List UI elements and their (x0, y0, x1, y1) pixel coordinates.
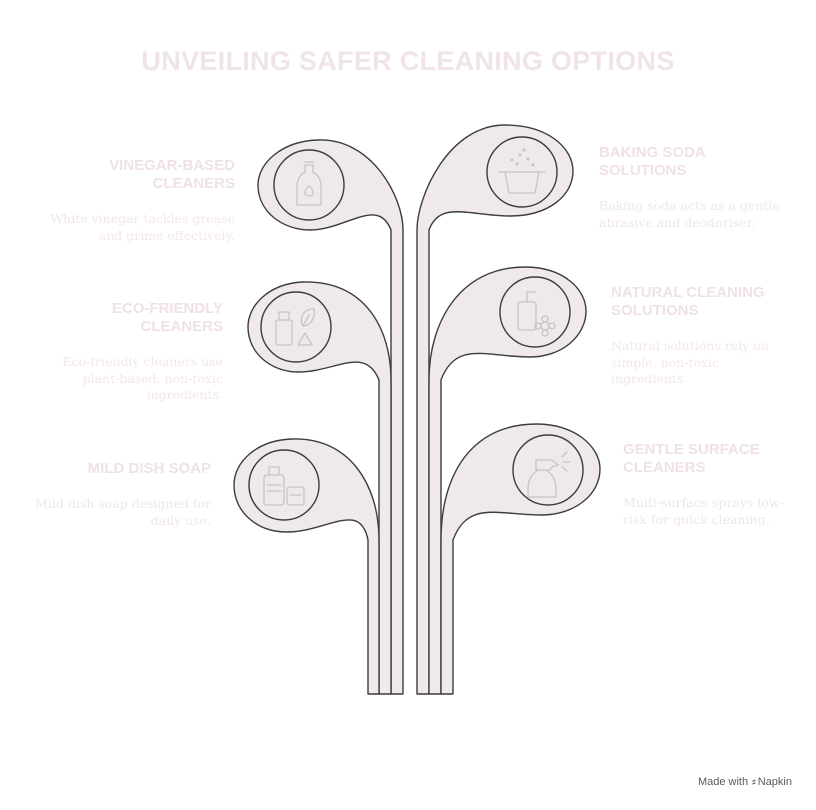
item-title: VINEGAR-BASED CLEANERS (40, 157, 235, 193)
dish-soap-icon (263, 466, 305, 506)
footer-attribution: Made with⸗Napkin (698, 776, 792, 788)
item-gentle-surface: GENTLE SURFACE CLEANERS Multi-surface sp… (623, 441, 795, 528)
item-title: BAKING SODA SOLUTIONS (599, 144, 791, 180)
icon-circle-natural (499, 276, 571, 348)
soap-flower-icon (517, 291, 556, 337)
item-title-line: CLEANERS (623, 459, 706, 476)
item-title: NATURAL CLEANING SOLUTIONS (611, 284, 791, 320)
napkin-logo-icon: ⸗ (752, 776, 756, 788)
item-title: MILD DISH SOAP (20, 460, 211, 478)
made-with-label: Made with (697, 776, 749, 788)
item-description: Eco-friendly cleaners use plant-based, n… (62, 354, 223, 402)
item-natural-cleaning: NATURAL CLEANING SOLUTIONS Natural solut… (611, 284, 791, 388)
page-title: UNVEILING SAFER CLEANING OPTIONS (141, 46, 675, 76)
item-title-line: SOLUTIONS (611, 302, 699, 319)
item-baking-soda: BAKING SODA SOLUTIONS Baking soda acts a… (599, 144, 791, 231)
item-title: ECO-FRIENDLY CLEANERS (40, 300, 223, 336)
item-description: White vinegar tackles grease and grime e… (50, 211, 235, 243)
item-title-line: GENTLE SURFACE (623, 441, 760, 458)
spray-bottle-icon (527, 451, 571, 498)
item-title-line: ECO-FRIENDLY (111, 300, 223, 317)
item-title-line: MILD DISH SOAP (87, 460, 211, 477)
leaf-baking-soda (416, 124, 574, 695)
brand-name: Napkin (757, 776, 792, 788)
item-title-line: CLEANERS (152, 175, 235, 192)
item-description: Natural solutions rely on simple, non-to… (611, 338, 769, 386)
baking-soda-icon (498, 148, 546, 194)
icon-circle-vinegar (273, 149, 345, 221)
item-description: Multi-surface sprays low-risk for quick … (623, 495, 784, 527)
item-title-line: SOLUTIONS (599, 162, 687, 179)
item-description: Baking soda acts as a gentle abrasive an… (599, 198, 780, 230)
leaf-vinegar-based (257, 139, 404, 695)
item-title-line: CLEANERS (140, 318, 223, 335)
item-title-line: BAKING SODA (599, 144, 706, 161)
item-description: Mild dish soap designed for daily use. (35, 496, 211, 528)
eco-products-icon (275, 308, 316, 346)
item-title: GENTLE SURFACE CLEANERS (623, 441, 795, 477)
item-eco-friendly: ECO-FRIENDLY CLEANERS Eco-friendly clean… (40, 300, 223, 404)
item-vinegar-based: VINEGAR-BASED CLEANERS White vinegar tac… (40, 157, 235, 244)
item-mild-dish-soap: MILD DISH SOAP Mild dish soap designed f… (20, 460, 211, 529)
bottle-icon (296, 161, 322, 206)
item-title-line: VINEGAR-BASED (109, 157, 235, 174)
item-title-line: NATURAL CLEANING (611, 284, 765, 301)
icon-circle-eco (260, 291, 332, 363)
